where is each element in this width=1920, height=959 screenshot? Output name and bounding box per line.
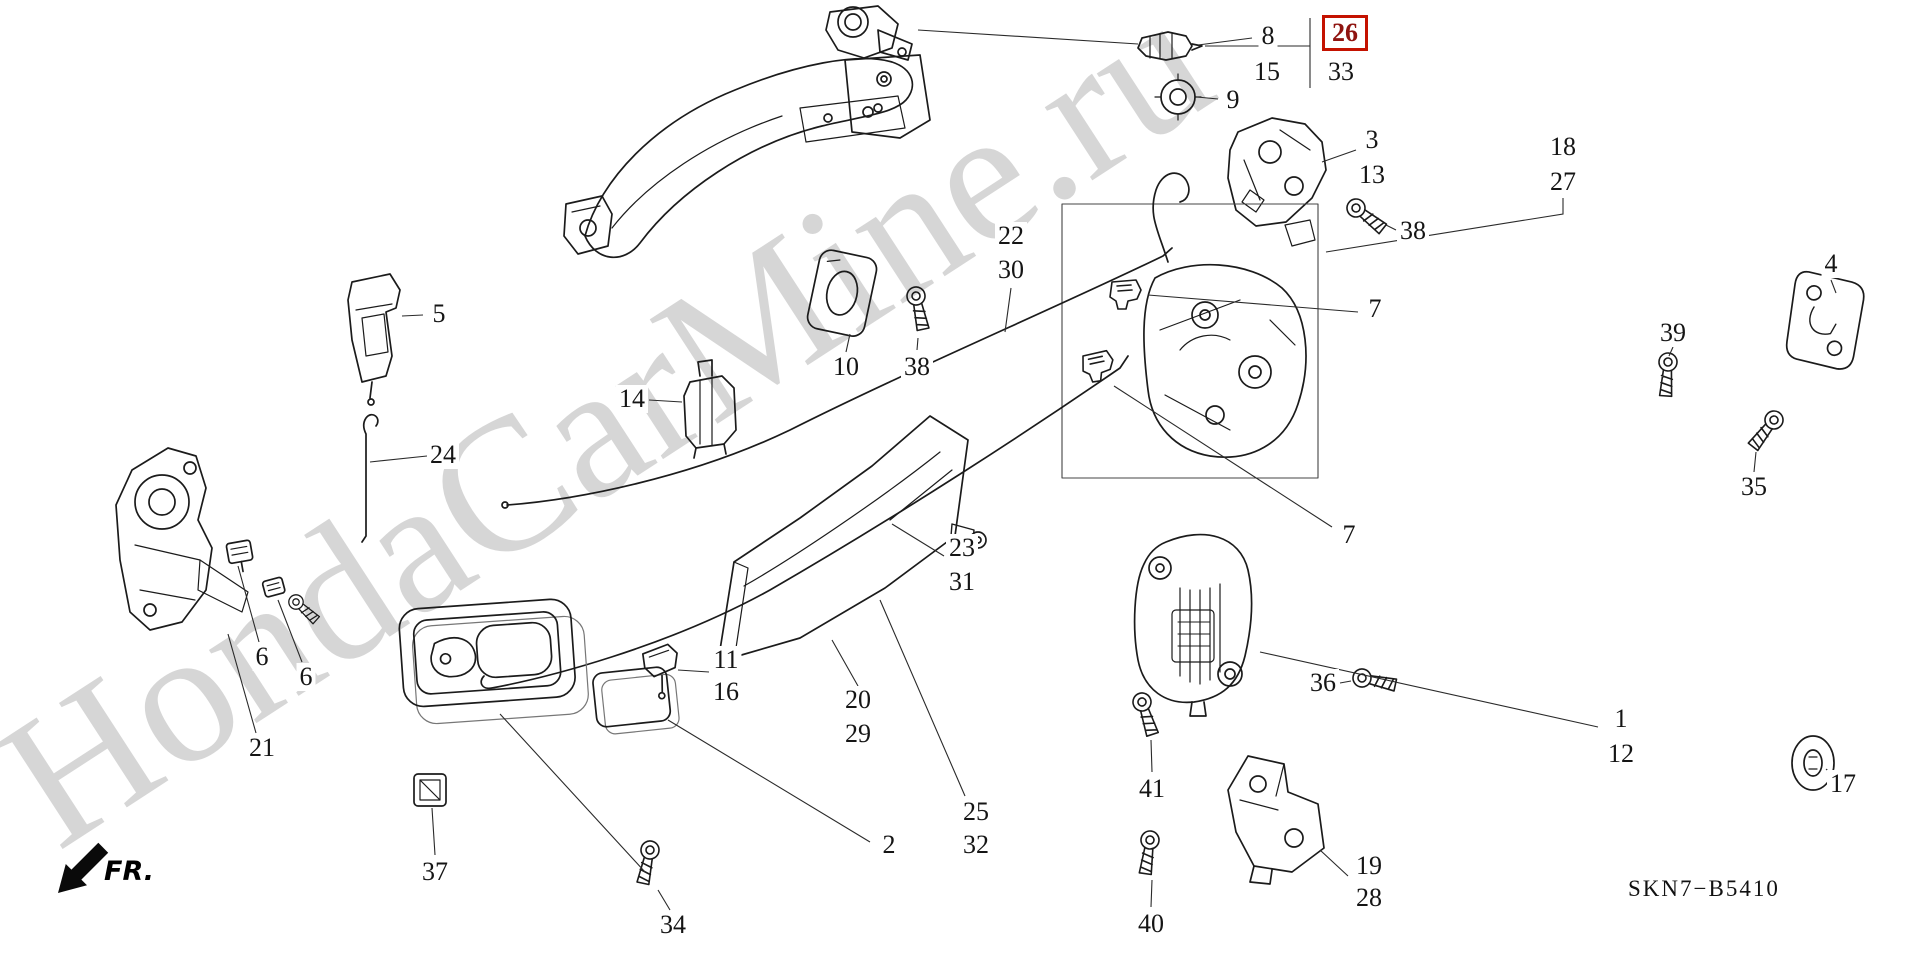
part-callout-7[interactable]: 7 (1365, 295, 1385, 323)
part-callout-6[interactable]: 6 (296, 663, 316, 691)
part-callout-16[interactable]: 16 (710, 678, 742, 706)
handle-cover-cap-drawing (592, 666, 680, 735)
part-callout-9[interactable]: 9 (1223, 86, 1243, 114)
part-callout-4[interactable]: 4 (1821, 250, 1841, 278)
inner-handle-assembly-drawing (115, 447, 322, 631)
hook-rod-drawing (361, 413, 379, 543)
part-callout-5[interactable]: 5 (429, 300, 449, 328)
part-callout-10[interactable]: 10 (830, 353, 862, 381)
part-callout-36[interactable]: 36 (1307, 669, 1339, 697)
outer-door-handle-drawing (563, 5, 931, 258)
part-callout-34[interactable]: 34 (657, 911, 689, 939)
part-callout-29[interactable]: 29 (842, 720, 874, 748)
leader-lines (227, 18, 1837, 911)
striker-plate-drawing (1785, 270, 1865, 370)
part-callout-31[interactable]: 31 (946, 568, 978, 596)
part-callout-28[interactable]: 28 (1353, 884, 1385, 912)
lock-rod-upper-drawing (506, 247, 1173, 506)
part-callout-18[interactable]: 18 (1547, 133, 1579, 161)
lock-base-bracket-drawing (1227, 755, 1325, 885)
part-callout-24[interactable]: 24 (427, 441, 459, 469)
door-lock-assembly-drawing (1061, 172, 1390, 479)
checker-bracket-drawing (347, 273, 401, 406)
diagram-code: SKN7−B5410 (1628, 876, 1780, 901)
part-callout-17[interactable]: 17 (1827, 770, 1859, 798)
lock-actuator-drawing (1133, 533, 1253, 717)
part-callout-3[interactable]: 3 (1362, 126, 1382, 154)
part-callout-20[interactable]: 20 (842, 686, 874, 714)
part-callout-14[interactable]: 14 (616, 385, 648, 413)
part-callout-30[interactable]: 30 (995, 256, 1027, 284)
part-callout-22[interactable]: 22 (995, 222, 1027, 250)
handle-seal-plate-drawing (806, 249, 878, 337)
part-callout-15[interactable]: 15 (1251, 58, 1283, 86)
handle-base-bracket-drawing (1227, 117, 1327, 227)
handle-switch-drawing (1137, 31, 1203, 61)
part-callout-38[interactable]: 38 (901, 353, 933, 381)
bushing-ring-drawing (1154, 73, 1202, 121)
fr-label: FR. (104, 856, 154, 887)
part-callout-23[interactable]: 23 (946, 534, 978, 562)
part-callout-40[interactable]: 40 (1135, 910, 1167, 938)
part-callout-2[interactable]: 2 (879, 831, 899, 859)
rod-snap-clip-drawing (641, 643, 678, 700)
part-callout-39[interactable]: 39 (1657, 319, 1689, 347)
part-callout-32[interactable]: 32 (960, 831, 992, 859)
part-callout-7[interactable]: 7 (1339, 521, 1359, 549)
rod-holder-clip-drawing (683, 359, 737, 459)
part-callout-19[interactable]: 19 (1353, 852, 1385, 880)
part-callout-37[interactable]: 37 (419, 858, 451, 886)
part-callout-26-selected[interactable]: 26 (1322, 15, 1368, 51)
part-callout-35[interactable]: 35 (1738, 473, 1770, 501)
grommet-drawing (1791, 735, 1835, 791)
part-callout-21[interactable]: 21 (246, 734, 278, 762)
part-callout-33[interactable]: 33 (1325, 58, 1357, 86)
part-callout-12[interactable]: 12 (1605, 740, 1637, 768)
fr-arrow-icon (58, 842, 109, 893)
part-callout-41[interactable]: 41 (1136, 775, 1168, 803)
part-callout-11[interactable]: 11 (710, 646, 742, 674)
part-callout-6[interactable]: 6 (252, 643, 272, 671)
clip-37-drawing (413, 773, 447, 807)
part-callout-38[interactable]: 38 (1397, 217, 1429, 245)
part-callout-8[interactable]: 8 (1258, 22, 1278, 50)
part-callout-13[interactable]: 13 (1356, 161, 1388, 189)
part-callout-25[interactable]: 25 (960, 798, 992, 826)
part-callout-1[interactable]: 1 (1611, 705, 1631, 733)
lock-rod-lower-drawing (480, 355, 1129, 690)
part-callout-27[interactable]: 27 (1547, 168, 1579, 196)
